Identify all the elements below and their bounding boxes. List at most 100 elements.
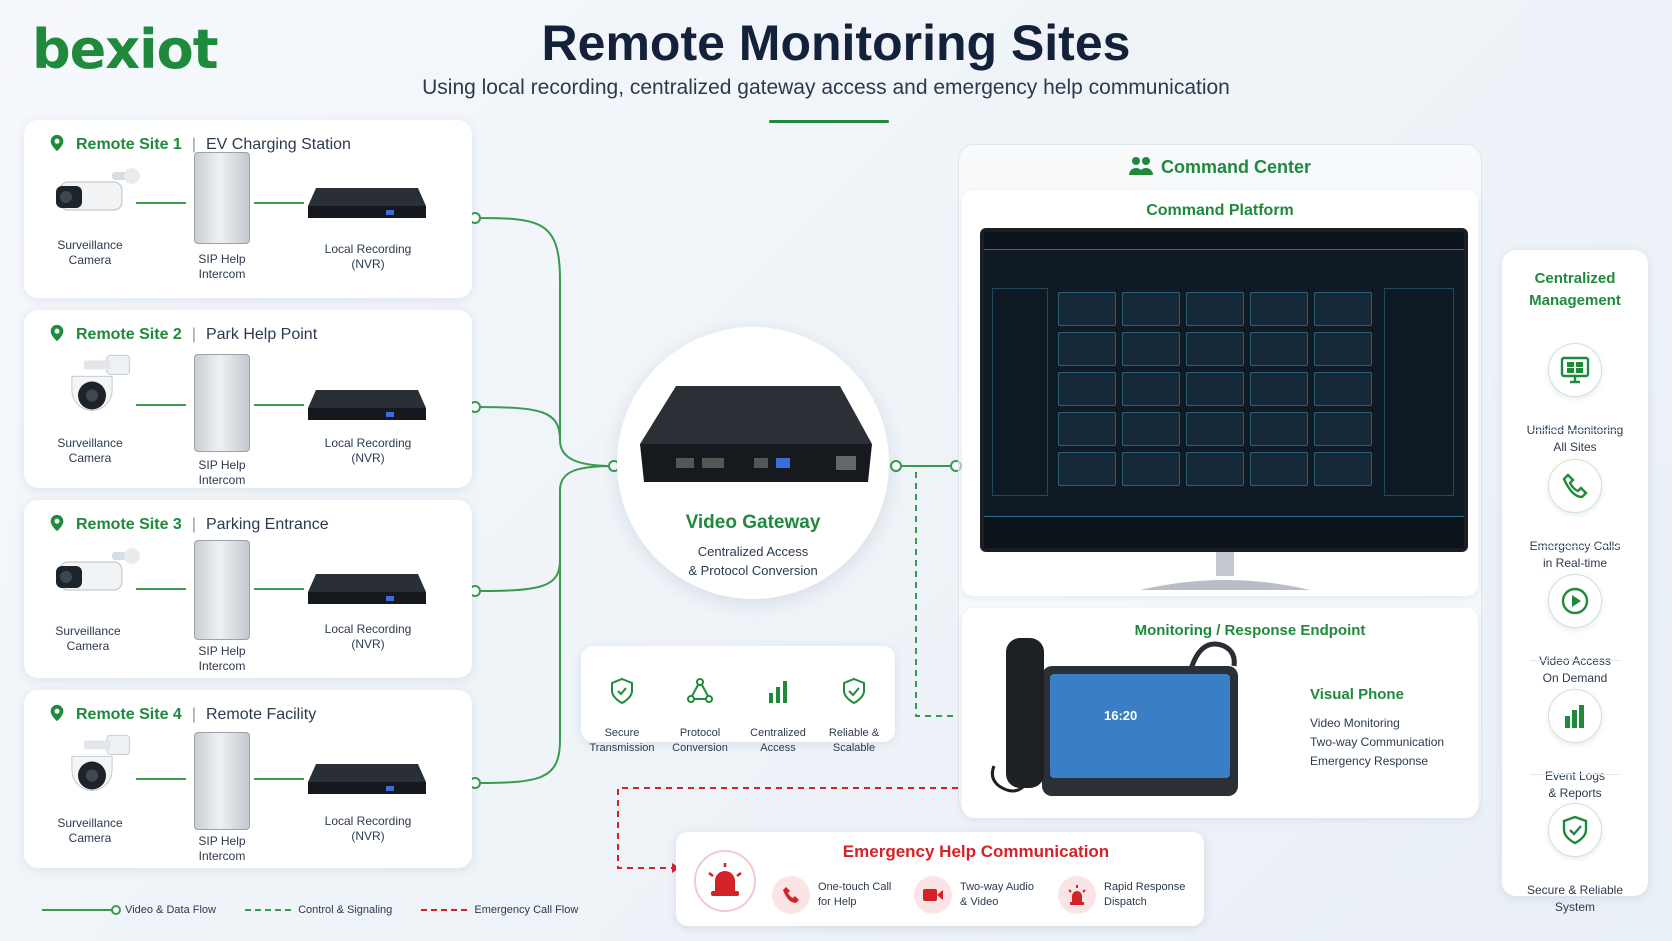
video-tile (1314, 412, 1372, 446)
intercom-label: SIP Help Intercom (198, 252, 246, 281)
video-tile (1314, 372, 1372, 406)
users-icon (1128, 157, 1153, 175)
site-card-4: Remote Site 4|Remote Facility Surveillan… (24, 690, 472, 868)
visual-phone-title: Visual Phone (1310, 686, 1404, 703)
command-platform-title: Command Platform (1146, 202, 1294, 219)
site-name: Remote Site 2 (76, 326, 182, 343)
site-header: Remote Site 2|Park Help Point (48, 324, 317, 344)
video-gateway-device (640, 386, 872, 482)
site-name: Remote Site 1 (76, 136, 182, 153)
site-description: EV Charging Station (205, 136, 351, 153)
video-tile (1250, 292, 1308, 326)
shield-check-icon (1562, 815, 1588, 845)
location-pin-icon (50, 324, 64, 342)
video-tile (1314, 292, 1372, 326)
video-tile (1058, 372, 1116, 406)
gateway-features: Secure Transmission Protocol Conversion … (581, 646, 895, 754)
site-description: Remote Facility (205, 706, 317, 723)
play-icon (1561, 587, 1589, 615)
emergency-bell (694, 850, 756, 912)
video-tile (1250, 372, 1308, 406)
page-subtitle: Using local recording, centralized gatew… (422, 76, 1230, 99)
network-icon (687, 678, 713, 703)
sip-intercom-device (194, 152, 250, 244)
video-tile (1186, 452, 1244, 486)
list-item: Two-way Communication (1310, 735, 1445, 749)
site-card-3: Remote Site 3|Parking Entrance Surveilla… (24, 500, 472, 678)
site-header: Remote Site 3|Parking Entrance (48, 514, 329, 534)
video-tile (1250, 452, 1308, 486)
video-tile (1314, 332, 1372, 366)
monitor-video-grid (1058, 292, 1376, 492)
video-tile (1314, 452, 1372, 486)
management-item-monitoring: Unified Monitoring All Sites (1502, 326, 1648, 456)
management-item-video-access: Video Access On Demand (1502, 557, 1648, 687)
monitor-right-panel (1384, 288, 1454, 496)
bar-chart-icon (1565, 705, 1584, 728)
nvr-device (308, 390, 426, 420)
command-platform-monitor (980, 228, 1468, 552)
gateway-title: Video Gateway (685, 512, 821, 533)
bar-chart-icon (769, 681, 787, 703)
feature-protocol-conversion: Protocol Conversion (661, 662, 739, 756)
sip-intercom-device (194, 540, 250, 640)
video-tile (1058, 292, 1116, 326)
video-tile (1186, 292, 1244, 326)
nvr-label: Local Recording (NVR) (324, 242, 412, 271)
video-tile (1058, 452, 1116, 486)
list-item: Emergency Response (1310, 754, 1429, 768)
video-tile (1058, 412, 1116, 446)
visual-phone-device (990, 638, 1238, 796)
intercom-label: SIP Help Intercom (198, 458, 246, 487)
legend-solid-line (42, 905, 121, 916)
site-name: Remote Site 4 (76, 706, 182, 723)
title-underline (769, 120, 889, 123)
video-tile (1250, 332, 1308, 366)
video-tile (1122, 372, 1180, 406)
video-tile (1122, 332, 1180, 366)
emergency-item-one-touch: One-touch Call for Help (772, 876, 891, 914)
nvr-label: Local Recording (NVR) (324, 436, 412, 465)
monitor-sidebar (992, 288, 1048, 496)
site-description: Parking Entrance (205, 516, 329, 533)
siren-icon (1068, 885, 1086, 905)
bexiot-logo: bexiot (32, 18, 219, 81)
site-header: Remote Site 1|EV Charging Station (48, 134, 351, 154)
video-icon (923, 889, 943, 901)
nvr-label: Local Recording (NVR) (324, 814, 412, 843)
nvr-device (308, 764, 426, 794)
video-tile (1122, 452, 1180, 486)
monitor-toolbar (984, 516, 1464, 548)
sip-intercom-device (194, 732, 250, 830)
nvr-label: Local Recording (NVR) (324, 622, 412, 651)
video-tile (1186, 412, 1244, 446)
monitor-stand (1140, 552, 1310, 590)
site-card-1: Remote Site 1|EV Charging Station Survei… (24, 120, 472, 298)
dome-camera-icon (71, 354, 131, 411)
list-item: Video Monitoring (1310, 716, 1400, 730)
visual-phone-features: Video Monitoring Two-way Communication E… (1310, 714, 1444, 771)
management-item-emergency-calls: Emergency Calls in Real-time (1502, 442, 1648, 572)
video-tile (1122, 292, 1180, 326)
management-item-secure: Secure & Reliable System (1502, 786, 1648, 916)
shield-icon (611, 677, 633, 705)
video-tile (1122, 412, 1180, 446)
shield-check-icon (843, 677, 865, 705)
emergency-item-two-way: Two-way Audio & Video (914, 876, 1034, 914)
camera-label: Surveillance Camera (57, 238, 123, 267)
location-pin-icon (50, 514, 64, 532)
legend-green-dashed-line (245, 909, 294, 912)
legend-red-dashed-line (421, 909, 470, 912)
phone-icon (783, 887, 799, 903)
monitor-icon (1560, 356, 1590, 384)
management-title: Centralized Management (1529, 270, 1621, 309)
command-center-title: Command Center (958, 156, 1482, 178)
site-card-2: Remote Site 2|Park Help Point Surveillan… (24, 310, 472, 488)
video-tile (1186, 332, 1244, 366)
site-name: Remote Site 3 (76, 516, 182, 533)
location-pin-icon (50, 704, 64, 722)
dome-camera-icon (71, 734, 131, 791)
video-tile (1058, 332, 1116, 366)
video-tile (1250, 412, 1308, 446)
